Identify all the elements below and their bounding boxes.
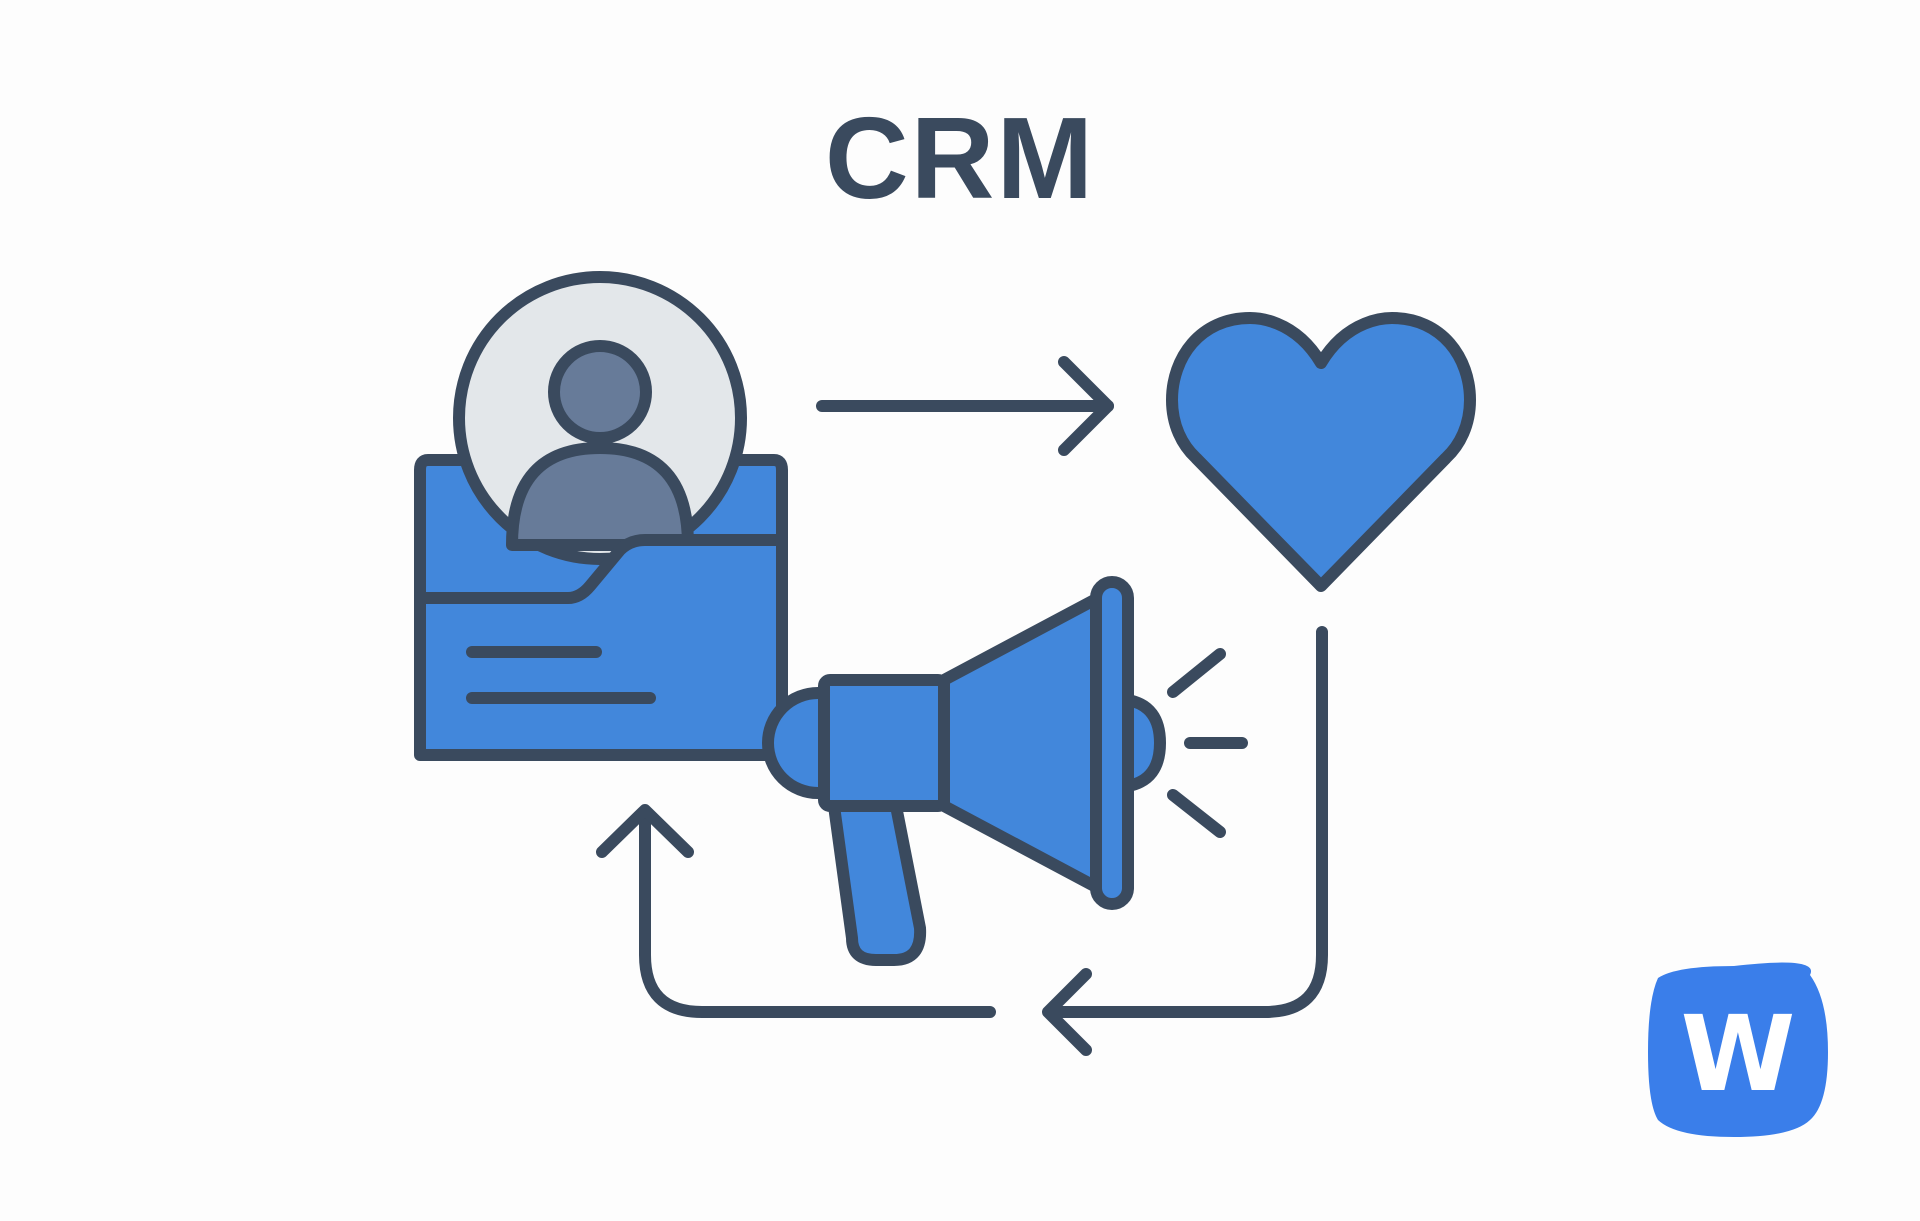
page-title: CRM [824,93,1096,223]
avatar-head [548,340,652,444]
arrow-head-right [1058,356,1114,456]
customer-profile-folder-icon [414,271,788,761]
w-logo-icon[interactable]: W [1648,962,1828,1137]
heart-shape [1166,312,1476,592]
arrow-heart-down-left [1044,626,1328,1018]
logo-letter: W [1681,993,1796,1115]
megaphone-icon [762,576,1248,966]
arrow-bottom-left-up [639,806,996,1018]
megaphone-rim [1090,576,1134,910]
logo-badge [1648,962,1828,1137]
cycle-arrows [596,356,1328,1056]
avatar-body [506,442,694,551]
megaphone-bell [938,592,1104,894]
heart-icon [1166,312,1476,592]
sound-line [1167,789,1226,838]
arrow-head-up [596,804,694,858]
megaphone-handle [828,800,927,966]
megaphone-ring [1122,694,1166,792]
sound-line [1167,648,1226,698]
arrow-head-left [1042,968,1092,1056]
megaphone-body [818,674,950,812]
